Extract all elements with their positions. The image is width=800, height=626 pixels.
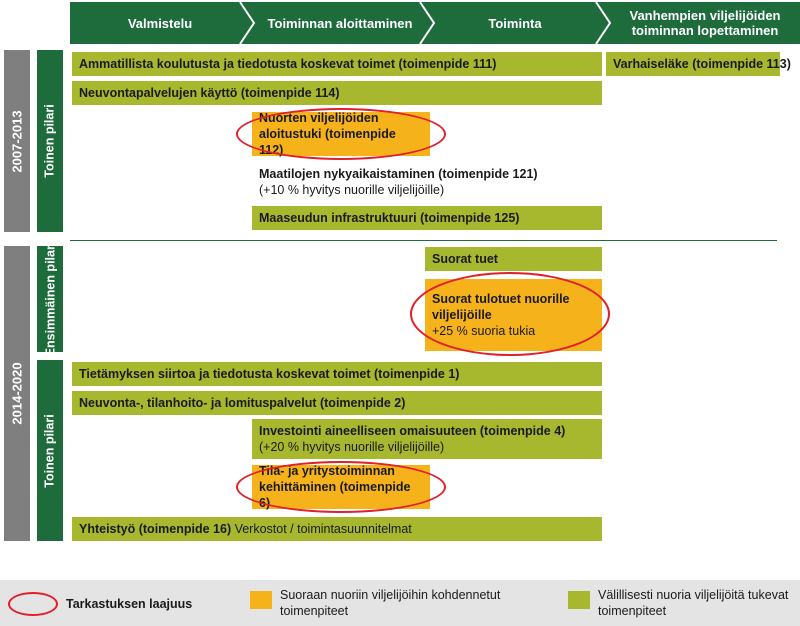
legend-scope-label: Tarkastuksen laajuus bbox=[66, 597, 193, 611]
period-2007-2013: 2007-2013 bbox=[4, 50, 30, 232]
measure-4-bar: Investointi aineelliseen omaisuuteen (to… bbox=[252, 419, 602, 459]
legend-direct-label: Suoraan nuoriin viljelijöihin kohdennetu… bbox=[280, 588, 501, 618]
legend-scope-ellipse bbox=[8, 592, 58, 616]
legend-olive-swatch bbox=[568, 591, 590, 609]
scope-ellipse-measure-112 bbox=[236, 108, 446, 160]
phase-arrow-start bbox=[240, 2, 434, 44]
scope-ellipse-measure-6 bbox=[236, 461, 446, 513]
measure-16-rest: Verkostot / toimintasuunnitelmat bbox=[231, 522, 412, 536]
phase-arrow-cessation bbox=[596, 2, 800, 44]
phase-arrow-operation bbox=[420, 2, 610, 44]
measure-114-bar: Neuvontapalvelujen käyttö (toimenpide 11… bbox=[72, 81, 602, 105]
measure-4-line2: (+20 % hyvitys nuorille viljelijöille) bbox=[259, 440, 445, 454]
legend-indirect-label: Välillisesti nuoria viljelijöitä tukevat… bbox=[598, 588, 789, 618]
phase-label-cessation: Vanhempien viljelijöiden toiminnan lopet… bbox=[629, 8, 781, 38]
phase-label-operation: Toiminta bbox=[488, 15, 542, 31]
measure-113-bar: Varhaiseläke (toimenpide 113) bbox=[606, 52, 791, 76]
direct-payments-bar: Suorat tuet bbox=[425, 247, 602, 271]
measure-2-bar: Neuvonta-, tilanhoito- ja lomituspalvelu… bbox=[72, 391, 602, 415]
measure-16-bar: Yhteistyö (toimenpide 16) Verkostot / to… bbox=[72, 517, 602, 541]
measure-111-bar: Ammatillista koulutusta ja tiedotusta ko… bbox=[72, 52, 602, 76]
measure-121-line2: (+10 % hyvitys nuorille viljelijöille) bbox=[259, 183, 445, 197]
phase-label-start: Toiminnan aloittaminen bbox=[267, 15, 413, 31]
measure-125-bar: Maaseudun infrastruktuuri (toimenpide 12… bbox=[252, 206, 602, 230]
pillar-first-2014: Ensimmäinen pilari bbox=[37, 242, 63, 356]
phase-arrow-preparation bbox=[70, 2, 254, 44]
period-2014-2020: 2014-2020 bbox=[4, 246, 30, 541]
measure-1-bar: Tietämyksen siirtoa ja tiedotusta koskev… bbox=[72, 362, 602, 386]
scope-ellipse-young-farmer-payment bbox=[410, 272, 610, 356]
phase-arrows bbox=[70, 1, 800, 45]
phase-label-preparation: Valmistelu bbox=[127, 15, 193, 31]
measure-4-line1: Investointi aineelliseen omaisuuteen (to… bbox=[259, 424, 566, 438]
measure-16-bold: Yhteistyö (toimenpide 16) bbox=[79, 522, 232, 536]
pillar-second-2014: Toinen pilari bbox=[37, 360, 63, 541]
legend-orange-swatch bbox=[250, 591, 272, 609]
measure-121-text: Maatilojen nykyaikaistaminen (toimenpide… bbox=[259, 166, 538, 198]
measure-121-line1: Maatilojen nykyaikaistaminen (toimenpide… bbox=[259, 167, 538, 181]
period-divider bbox=[70, 240, 777, 241]
legend: Tarkastuksen laajuus Suoraan nuoriin vil… bbox=[0, 580, 800, 626]
pillar-second-2007: Toinen pilari bbox=[37, 50, 63, 232]
